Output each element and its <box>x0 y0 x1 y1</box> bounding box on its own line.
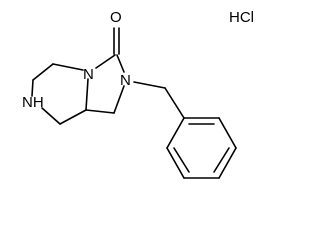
phenyl-bond-3 <box>218 147 237 179</box>
atom-label-amine: NH <box>22 94 44 111</box>
phenyl-inner-bond-right <box>213 147 230 173</box>
atom-label-nitrogen-ring: N <box>120 72 131 89</box>
atom-label-oxygen: O <box>110 9 122 26</box>
bond-c-left-to-nh <box>31 79 34 97</box>
phenyl-inner-bond-left <box>173 147 190 173</box>
bond-n-fused-to-c-carbonyl <box>95 54 116 69</box>
bond-n-ring-to-c-methylene <box>113 85 125 114</box>
phenyl-bond-6 <box>166 117 185 149</box>
bond-c-carbonyl-to-n-ring <box>116 54 125 73</box>
salt-label: HCl <box>229 9 254 26</box>
bond-n-fused-to-c-top <box>52 63 84 71</box>
bond-benzylic-c-to-phenyl <box>164 87 185 119</box>
atom-label-nitrogen-fused: N <box>83 66 94 83</box>
bond-c-top-to-c-left <box>32 63 54 81</box>
benzyl-group <box>133 81 185 119</box>
bond-n-ring-to-benzylic-c <box>133 81 166 89</box>
imidazolidinone-ring <box>85 54 125 114</box>
bond-nh-to-c-bottom <box>41 107 61 125</box>
carbonyl-double-bond <box>113 27 120 55</box>
bond-c-bridge-to-n-fused <box>85 78 89 111</box>
chemical-structure: O N N NH HCl <box>22 9 254 179</box>
phenyl-ring <box>166 117 237 179</box>
phenyl-bond-5 <box>166 147 185 179</box>
phenyl-bond-2 <box>218 117 237 149</box>
piperazine-ring <box>31 63 89 125</box>
bond-c-bottom-to-c-bridge <box>59 109 87 125</box>
bond-c-methylene-to-c-bridge <box>85 109 115 114</box>
